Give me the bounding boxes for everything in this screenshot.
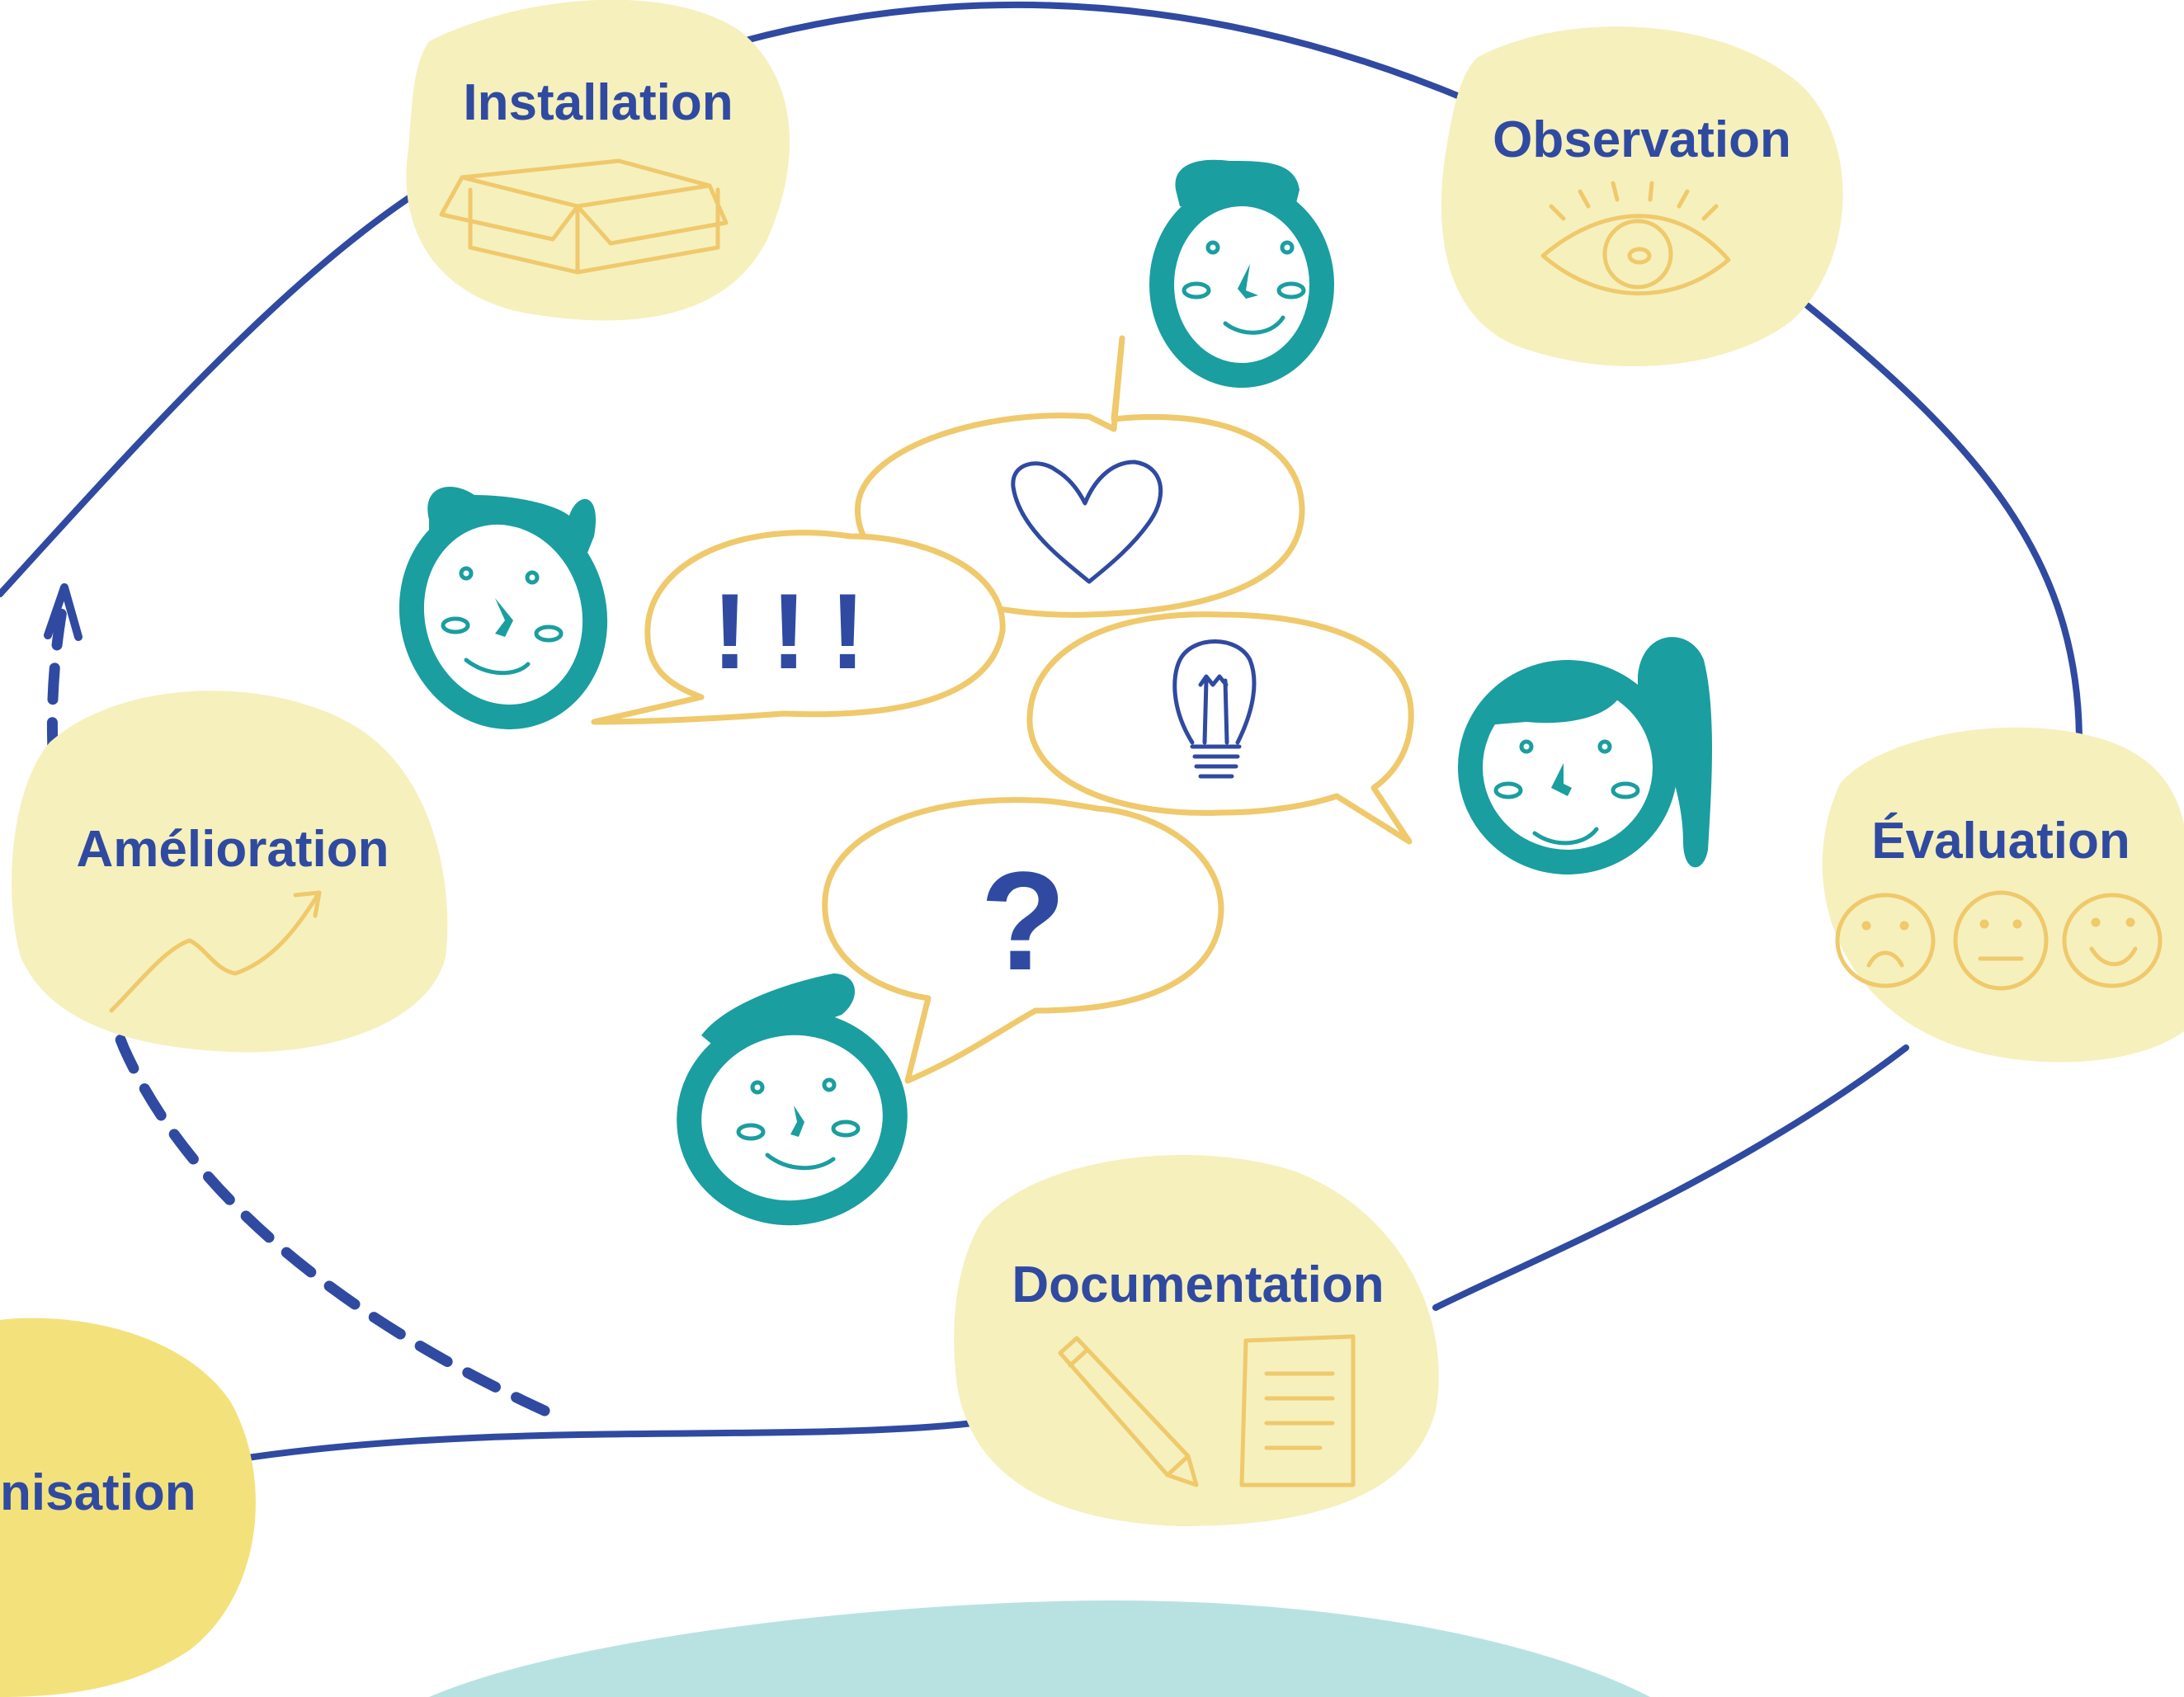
ground-shape xyxy=(429,1600,1650,1697)
bubble-heart xyxy=(855,335,1305,618)
face-right xyxy=(1458,637,1712,874)
documentation-label: Documentation xyxy=(1012,1256,1384,1313)
organisation-label: nisation xyxy=(0,1464,196,1521)
heart-icon xyxy=(1011,460,1163,584)
lightbulb-icon xyxy=(1172,639,1257,779)
face-top xyxy=(1149,159,1334,388)
exclamation-marks: !!! xyxy=(712,571,889,691)
cycle-loop xyxy=(0,1,2083,1464)
box-icon xyxy=(439,158,729,275)
amelioration-label: Amélioration xyxy=(77,821,389,878)
smiley-scale-icon xyxy=(1835,890,2163,991)
arrowhead-icon xyxy=(44,583,83,641)
observation-label: Observation xyxy=(1493,111,1791,168)
step-amelioration: Amélioration xyxy=(12,691,448,1053)
eye-icon xyxy=(1540,181,1731,296)
step-observation: Observation xyxy=(1441,26,1843,366)
installation-label: Installation xyxy=(463,74,733,131)
trend-up-icon xyxy=(109,890,322,1013)
bubble-exclamation: !!! xyxy=(591,530,1006,725)
step-evaluation: Évaluation xyxy=(1822,727,2184,1063)
evaluation-label: Évaluation xyxy=(1871,813,2130,870)
question-mark: ? xyxy=(980,843,1066,1000)
face-bottom xyxy=(677,973,908,1226)
step-organisation: nisation xyxy=(0,1318,256,1697)
face-left xyxy=(399,487,608,730)
step-documentation: Documentation xyxy=(954,1155,1439,1526)
step-installation: Installation xyxy=(406,0,790,321)
pencil-document-icon xyxy=(1058,1334,1356,1487)
bubble-question: ? xyxy=(822,797,1224,1084)
bubble-lightbulb xyxy=(1026,611,1414,845)
